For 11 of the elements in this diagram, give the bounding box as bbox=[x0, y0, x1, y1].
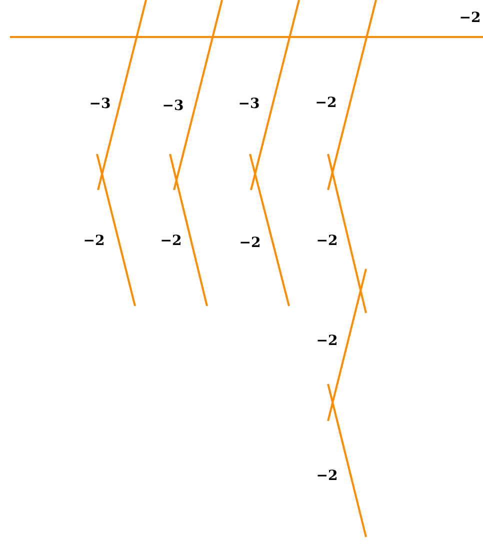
self-intersection-number: −2 bbox=[239, 235, 261, 251]
self-intersection-number: −2 bbox=[315, 95, 337, 111]
self-intersection-number: −2 bbox=[459, 10, 481, 26]
self-intersection-number: −3 bbox=[162, 98, 184, 114]
self-intersection-number: −2 bbox=[316, 233, 338, 249]
self-intersection-number: −2 bbox=[316, 333, 338, 349]
self-intersection-number: −2 bbox=[160, 233, 182, 249]
self-intersection-number: −3 bbox=[89, 96, 111, 112]
self-intersection-number: −2 bbox=[316, 468, 338, 484]
self-intersection-number: −2 bbox=[83, 233, 105, 249]
self-intersection-number: −3 bbox=[238, 96, 260, 112]
